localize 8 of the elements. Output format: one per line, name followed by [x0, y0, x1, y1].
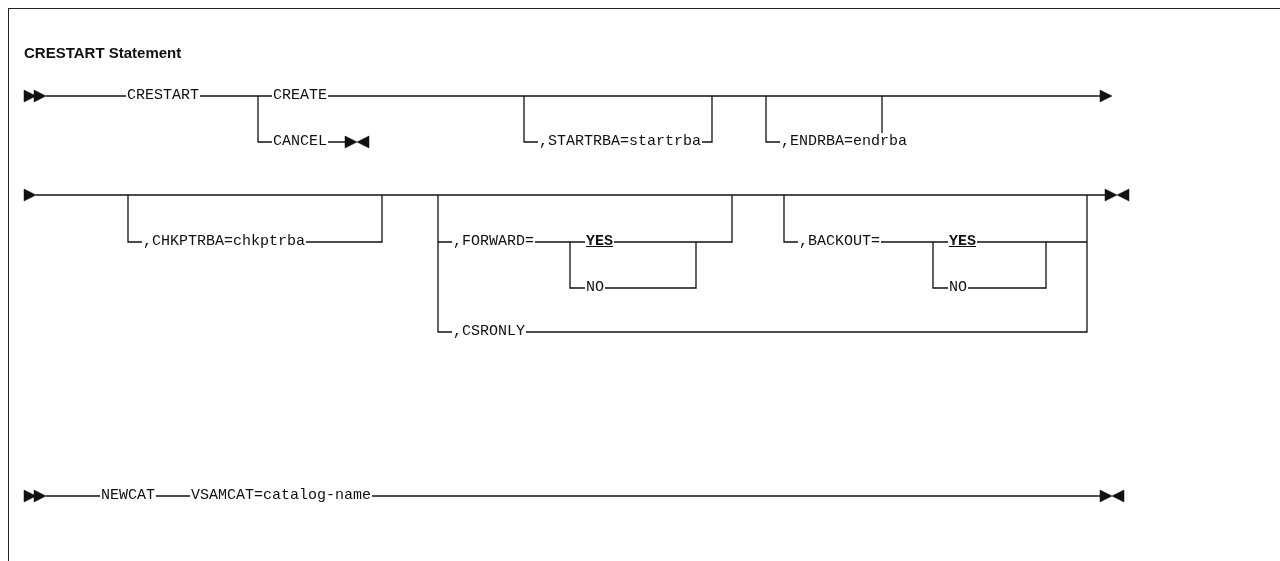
syntax-keyword: ,BACKOUT=: [798, 233, 881, 251]
syntax-keyword: ,ENDRBA=endrba: [780, 133, 909, 151]
syntax-keyword: VSAMCAT=catalog-name: [190, 487, 373, 505]
syntax-keyword: ,STARTRBA=startrba: [538, 133, 703, 151]
diagram-title: CRESTART Statement: [24, 44, 182, 61]
syntax-keyword: ,FORWARD=: [452, 233, 535, 251]
syntax-keyword: ,CHKPTRBA=chkptrba: [142, 233, 307, 251]
syntax-keyword: ,CSRONLY: [452, 323, 526, 341]
